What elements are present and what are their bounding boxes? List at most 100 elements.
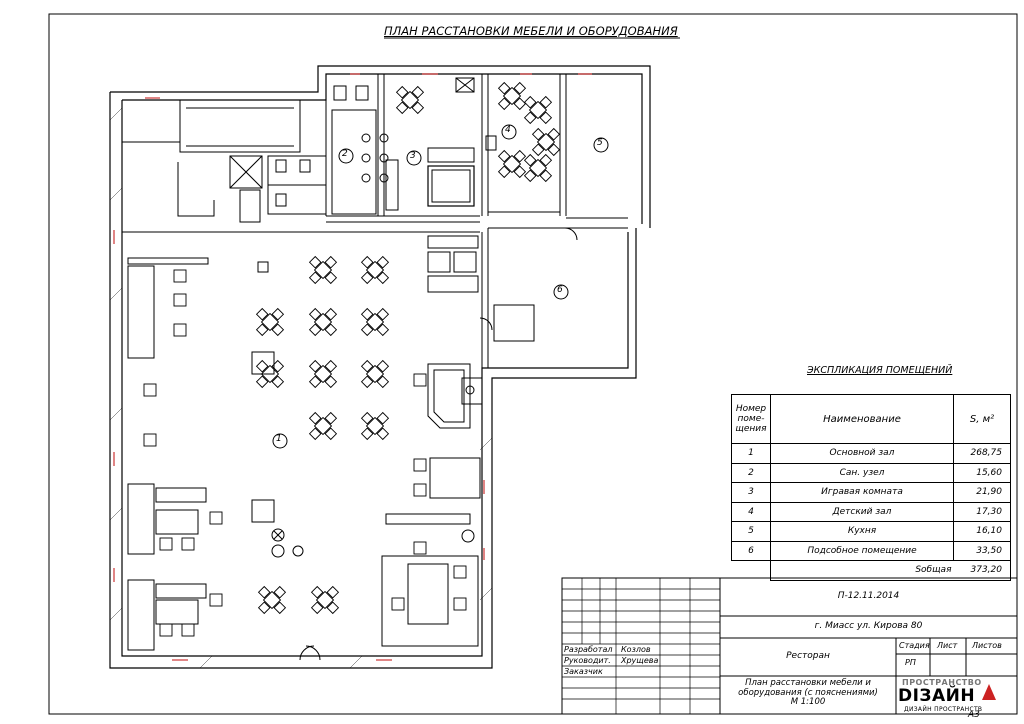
chair (181, 537, 195, 551)
logo-sub-text: ДИЗАЙН ПРОСТРАНСТВ (904, 706, 983, 713)
role-label: Руководит. (564, 656, 611, 665)
table-with-chairs (523, 153, 553, 183)
room-marker: 2 (342, 149, 348, 159)
table-with-chairs (308, 359, 338, 389)
row-number: 2 (731, 462, 771, 483)
table-with-chairs (308, 255, 338, 285)
drawing-name-line: План расстановки мебели и (745, 678, 871, 688)
role-name: Хрущева (621, 656, 659, 665)
row-name: Игравая комната (770, 482, 954, 503)
row-area: 21,90 (953, 482, 1011, 503)
row-area: 268,75 (953, 443, 1011, 464)
chair (173, 323, 187, 337)
logo-main-text: DIЗАЙН (898, 686, 976, 706)
sheet-label: Лист (937, 641, 958, 650)
row-name: Сан. узел (770, 462, 954, 483)
chair (143, 383, 157, 397)
row-name: Детский зал (770, 501, 954, 522)
chair (181, 623, 195, 637)
table-with-chairs (255, 307, 285, 337)
sheet-frame (48, 13, 1018, 715)
role-label: Разработал (564, 645, 613, 654)
table-with-chairs (360, 255, 390, 285)
table-with-chairs (310, 585, 340, 615)
explication-header-row: Номер поме- щения Наименование S, м² (731, 394, 1011, 444)
interior-walls (122, 74, 628, 233)
table-with-chairs (308, 307, 338, 337)
role-name: Козлов (621, 645, 651, 654)
room-marker: 1 (276, 434, 282, 444)
table-with-chairs (497, 149, 527, 179)
logo-accent-icon (982, 684, 996, 700)
row-area: 33,50 (953, 540, 1011, 561)
row-area: 15,60 (953, 462, 1011, 483)
tables-layer (143, 81, 561, 637)
drawing-name: План расстановки мебели и оборудования (… (720, 678, 896, 708)
chair (453, 565, 467, 579)
chair (143, 433, 157, 447)
explication-title: ЭКСПЛИКАЦИЯ ПОМЕЩЕНИЙ (807, 365, 953, 376)
sheets-label: Листов (972, 641, 1002, 650)
col-header-area: S, м² (953, 394, 1011, 444)
row-number: 5 (731, 521, 771, 542)
company-logo: ПРОСТРАНСТВО DIЗАЙН ДИЗАЙН ПРОСТРАНСТВ А… (896, 678, 1006, 720)
chair (453, 597, 467, 611)
row-number: 3 (731, 482, 771, 503)
row-name: Подсобное помещение (770, 540, 954, 561)
row-number: 4 (731, 501, 771, 522)
chair (159, 537, 173, 551)
sheet-format: А3 (968, 710, 980, 720)
col-header-name: Наименование (770, 394, 954, 444)
chair (413, 483, 427, 497)
row-name: Кухня (770, 521, 954, 542)
room-marker: 4 (505, 125, 511, 135)
chair (173, 269, 187, 283)
chair (413, 458, 427, 472)
table-with-chairs (255, 359, 285, 389)
chair (391, 597, 405, 611)
stage-label: Стадия (899, 641, 930, 650)
room-marker: 3 (410, 151, 416, 161)
logo-top-text: ПРОСТРАНСТВО (902, 678, 982, 687)
table-with-chairs (360, 411, 390, 441)
project-object: Ресторан (786, 651, 830, 661)
row-area: 17,30 (953, 501, 1011, 522)
title-block-lines (561, 577, 1018, 715)
drawing-scale: М 1:100 (790, 697, 826, 707)
wall-hatching (109, 107, 493, 669)
total-label: Sобщая (770, 560, 954, 581)
col-header-number: Номер поме- щения (731, 394, 771, 444)
row-number: 1 (731, 443, 771, 464)
room-marker: 6 (557, 285, 563, 295)
role-label: Заказчик (564, 667, 603, 676)
window-marks (113, 73, 592, 661)
room-marker-circles (272, 124, 609, 449)
table-with-chairs (257, 585, 287, 615)
table-with-chairs (531, 127, 561, 157)
bar-counter (427, 363, 471, 429)
chair (159, 623, 173, 637)
bar-counter-top (127, 257, 209, 265)
table-with-chairs (308, 411, 338, 441)
chair (413, 373, 427, 387)
table-with-chairs (395, 85, 425, 115)
chair (209, 593, 223, 607)
project-code: П-12.11.2014 (837, 591, 900, 601)
row-number: 6 (731, 540, 771, 561)
toilets (275, 85, 389, 207)
room-marker: 5 (597, 138, 603, 148)
total-value: 373,20 (953, 560, 1011, 581)
stage-value: РП (905, 658, 916, 667)
drawing-name-line: оборудования (с пояснениями) (738, 687, 878, 698)
chair (173, 293, 187, 307)
table-with-chairs (360, 359, 390, 389)
row-area: 16,10 (953, 521, 1011, 542)
table-with-chairs (523, 95, 553, 125)
row-name: Основной зал (770, 443, 954, 464)
total-row: Sобщая 373,20 (732, 560, 1011, 581)
sofas (127, 265, 481, 651)
